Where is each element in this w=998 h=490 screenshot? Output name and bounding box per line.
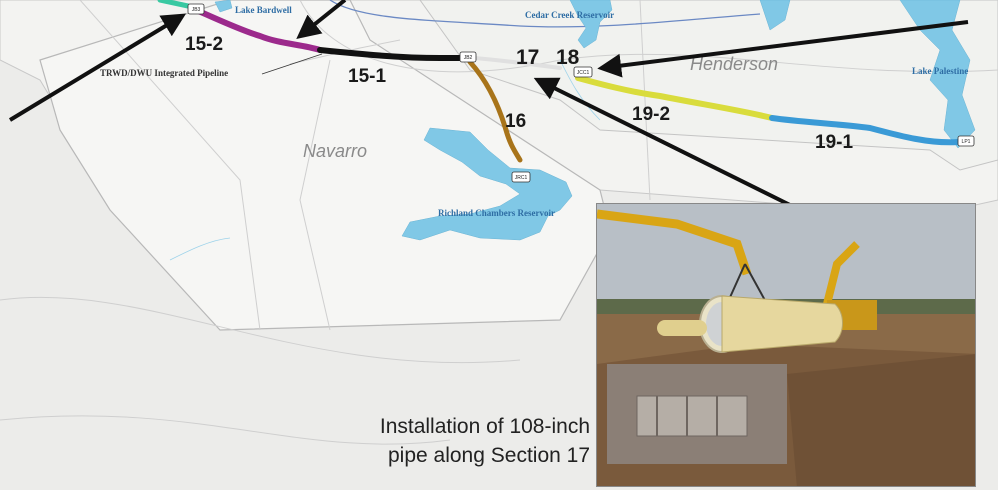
section-15-2-label: 15-2 [185, 34, 223, 55]
pipeline-sections [157, 0, 961, 163]
station-lp1-box [957, 135, 975, 147]
section-15-1-label: 15-1 [348, 66, 386, 87]
county-henderson-label: Henderson [690, 54, 778, 74]
section-16-label: 16 [505, 111, 526, 132]
arrow-to-jb3 [8, 13, 187, 122]
dirt-pile [787, 354, 975, 486]
pipe-background [657, 320, 707, 336]
lake-bardwell-label: Lake Bardwell [235, 5, 292, 15]
section-19-2-line [575, 75, 775, 121]
richland-chambers-label: Richland Chambers Reservoir [438, 208, 555, 218]
pipe-body [721, 295, 843, 353]
photo-illustration [597, 204, 975, 486]
photo-caption: Installation of 108-inch pipe along Sect… [260, 412, 590, 470]
section-19-1-label: 19-1 [815, 132, 853, 153]
section-15-2-line [193, 7, 323, 53]
excavator-arm-left [597, 209, 752, 276]
station-jcc1-box [573, 66, 593, 78]
section-17-line [472, 56, 562, 70]
river-east-water [759, 0, 791, 31]
county-navarro-label: Navarro [303, 141, 367, 161]
section-15-3-line [157, 0, 191, 9]
highway-line [329, 0, 761, 28]
cedar-creek-water [569, 0, 613, 49]
richland-chambers-water [401, 127, 573, 241]
station-jb2-box [459, 51, 477, 63]
stations: JB3 JB2 JCC1 JRC1 LP1 [187, 3, 975, 183]
station-jb3-box [187, 3, 205, 15]
arrow-to-section-17 [533, 77, 791, 207]
caption-line-1: Installation of 108-inch [379, 415, 590, 438]
caption-line-2: pipe along Section 17 [388, 444, 590, 467]
arrow-to-15-2 [296, 0, 347, 39]
lake-bardwell-water [214, 0, 233, 13]
callout-arrows [8, 0, 969, 207]
roads [0, 0, 998, 445]
streams [169, 59, 601, 261]
lakes [214, 0, 976, 241]
section-15-1-line [317, 47, 465, 61]
section-17-label: 17 [516, 46, 539, 69]
arrow-to-jcc1 [597, 20, 969, 78]
pipeline-label-leader [261, 53, 323, 75]
section-19-1-line [769, 115, 961, 146]
excavator-arm-right [823, 241, 860, 305]
lake-palestine-label: Lake Palestine [912, 66, 968, 76]
section-18-label: 18 [556, 46, 580, 69]
pipeline-label: TRWD/DWU Integrated Pipeline [100, 68, 228, 78]
section-16-line [467, 59, 523, 163]
construction-photo [596, 203, 976, 487]
station-lp1-label: LP1 [962, 139, 971, 145]
station-jrc1-box [511, 171, 531, 183]
trench-rail [636, 395, 748, 437]
station-jb2-label: JB2 [464, 55, 473, 61]
section-19-2-label: 19-2 [632, 104, 670, 125]
station-jrc1-label: JRC1 [515, 175, 528, 181]
station-jcc1-label: JCC1 [577, 70, 590, 76]
cedar-creek-label: Cedar Creek Reservoir [525, 10, 614, 20]
station-jb3-label: JB3 [192, 7, 201, 13]
lake-palestine-water [899, 0, 976, 149]
